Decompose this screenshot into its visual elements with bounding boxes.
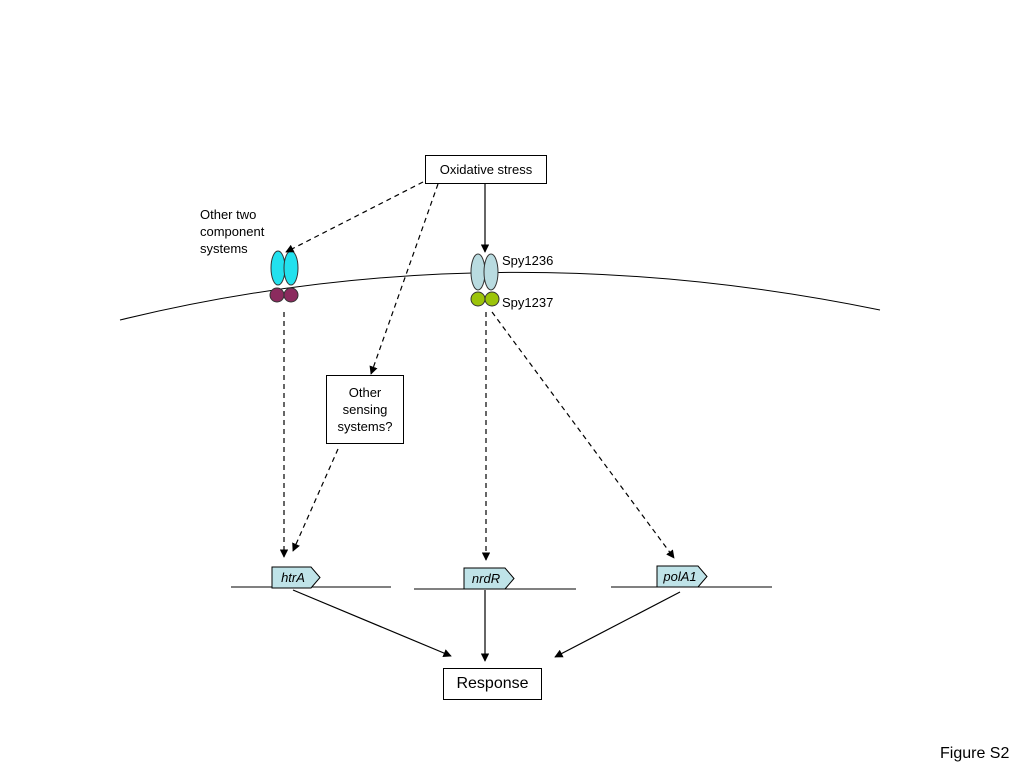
gene-label: htrA	[281, 570, 305, 585]
spy1236-right	[483, 253, 499, 291]
gene-label: polA1	[662, 569, 696, 584]
arrow-stress-to-other-sensing	[369, 183, 439, 375]
gene-htra: htrA	[271, 566, 321, 589]
gene-nrdr: nrdR	[463, 567, 515, 590]
other-sensing-label: Other sensing systems?	[337, 385, 393, 434]
arrow-htra-to-response	[292, 589, 452, 657]
response-label: Response	[456, 675, 529, 692]
gene-pola1: polA1	[656, 565, 708, 588]
oxidative-stress-box: Oxidative stress	[425, 155, 547, 184]
other-tcs-sensor-left	[270, 250, 286, 286]
arrow-pola1-to-response	[554, 591, 681, 658]
other-tcs-sensor-right	[283, 250, 299, 286]
other-tcs-regulator-right	[283, 287, 299, 303]
gene-arrow-shape	[463, 567, 515, 590]
arrow-other-sensing-to-htra	[292, 448, 339, 552]
spy1237-label: Spy1237	[502, 295, 554, 310]
gene-label: nrdR	[472, 571, 500, 586]
spy1236-label: Spy1236	[502, 253, 554, 268]
oxidative-stress-label: Oxidative stress	[439, 162, 533, 177]
cell-membrane	[119, 271, 881, 321]
spy1236-left	[470, 253, 486, 291]
other-tcs-label: Other two component systems	[200, 207, 265, 256]
other-sensing-box: Other sensing systems?	[326, 375, 404, 444]
arrow-stress-to-other-tcs	[285, 181, 424, 253]
gene-arrow-shape	[271, 566, 321, 589]
other-tcs-regulator-left	[269, 287, 285, 303]
gene-arrow-shape	[656, 565, 708, 588]
other-tcs-complex	[269, 250, 299, 303]
spy1237-left	[470, 291, 486, 307]
spy-tcs-complex	[470, 253, 500, 307]
arrow-spy1237-to-pola1	[491, 311, 675, 559]
figure-label: Figure S2	[940, 745, 1010, 762]
response-box: Response	[443, 668, 542, 700]
spy1237-right	[484, 291, 500, 307]
